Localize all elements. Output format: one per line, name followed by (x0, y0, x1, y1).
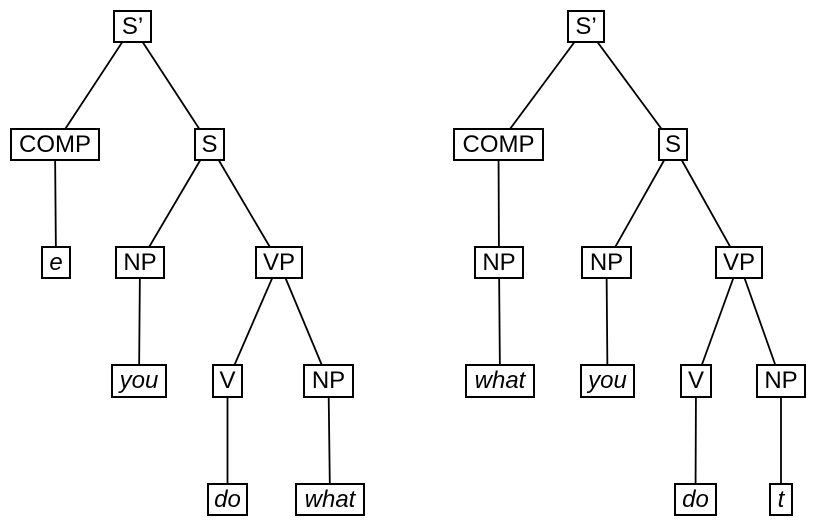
edge-np-what (498, 262, 501, 382)
tree-left-node-np-subj: NP (115, 246, 165, 279)
tree-right-node-do: do (674, 483, 717, 516)
edge-vp-v (226, 262, 280, 382)
tree-left-node-you: you (111, 364, 167, 398)
tree-right-node-what: what (465, 364, 535, 398)
edge-np-what (327, 380, 331, 500)
edge-s-np (139, 144, 211, 263)
tree-right-node-s-bar: S’ (567, 10, 605, 43)
edge-vp-np (738, 262, 782, 382)
tree-right-node-comp: COMP (453, 128, 544, 161)
tree-right-node-np-comp: NP (474, 246, 524, 279)
tree-left-node-comp: COMP (10, 128, 100, 161)
edge-vp-v (695, 262, 740, 382)
tree-left-node-vp: VP (255, 246, 303, 279)
tree-right-node-s: S (658, 128, 688, 161)
edge-sbar-comp (54, 26, 134, 145)
tree-right-node-t: t (769, 483, 793, 516)
tree-left-node-v: V (212, 364, 243, 398)
edge-sbar-comp (497, 25, 587, 146)
edge-s-vp (208, 144, 280, 263)
tree-right-edges (497, 25, 782, 500)
edge-s-vp (672, 144, 740, 263)
tree-left-node-do: do (207, 483, 248, 516)
tree-left-node-s-bar: S’ (113, 10, 152, 43)
tree-right-node-you: you (580, 364, 635, 398)
edge-sbar-s (131, 26, 211, 145)
tree-right-node-np-obj: NP (756, 364, 806, 398)
tree-right-node-v: V (680, 364, 712, 398)
tree-right-node-vp: VP (715, 246, 763, 279)
edge-v-do (694, 380, 697, 500)
edge-np-you (138, 262, 141, 382)
tree-left-node-s: S (194, 128, 225, 161)
edge-s-np (605, 144, 674, 263)
tree-right-node-np-subj: NP (581, 246, 632, 279)
edge-vp-np (278, 262, 330, 382)
edge-comp-e (54, 144, 57, 263)
tree-left-edges (54, 26, 331, 500)
tree-left-node-e: e (41, 246, 71, 279)
tree-left-node-what: what (295, 483, 365, 516)
edge-comp-np (497, 144, 500, 263)
tree-left-node-np-obj: NP (303, 364, 354, 398)
edge-sbar-s (585, 25, 674, 146)
edge-np-you (605, 262, 609, 382)
